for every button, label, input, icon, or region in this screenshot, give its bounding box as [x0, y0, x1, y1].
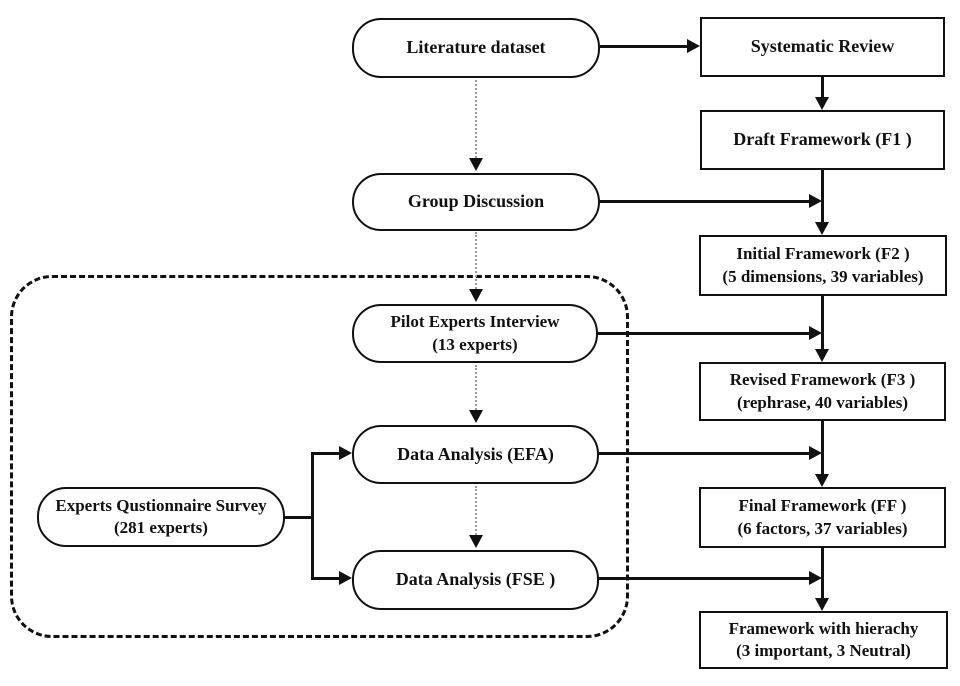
arrowhead-down-efa-to-fse — [469, 535, 483, 548]
node-systematic-review: Systematic Review — [700, 17, 945, 77]
node-data-analysis-efa-label: Data Analysis (EFA) — [397, 443, 554, 464]
node-group-discussion-label: Group Discussion — [407, 191, 545, 212]
arrowhead-down-group-to-pilot — [469, 289, 483, 302]
connector-initial-to-revised — [821, 296, 824, 349]
node-systematic-review-label: Systematic Review — [750, 36, 895, 57]
node-draft-framework: Draft Framework (F1 ) — [700, 110, 945, 170]
expert-survey-phase-group-outline — [10, 275, 629, 638]
arrowhead-down-systematic-to-draft — [815, 97, 829, 110]
node-framework-with-hierarchy-label: Framework with hierachy — [728, 618, 919, 638]
node-final-framework-label: Final Framework (FF ) — [738, 496, 907, 516]
node-data-analysis-fse: Data Analysis (FSE ) — [352, 550, 599, 610]
node-pilot-experts-interview-sublabel: (13 experts) — [432, 334, 518, 354]
arrowhead-right-survey-to-fse — [339, 571, 352, 585]
arrowhead-down-draft-to-initial — [815, 222, 829, 235]
arrowhead-right-pilot-interview-merge — [809, 326, 822, 340]
node-group-discussion: Group Discussion — [352, 173, 600, 231]
connector-systematic-to-draft — [821, 77, 824, 97]
connector-pilot-interview-merge — [598, 332, 809, 335]
connector-final-to-hierarchy — [821, 548, 824, 598]
node-initial-framework-sublabel: (5 dimensions, 39 variables) — [722, 266, 924, 286]
arrowhead-right-survey-to-efa — [339, 446, 352, 460]
arrowhead-down-pilot-to-efa — [469, 410, 483, 423]
node-final-framework: Final Framework (FF ) (6 factors, 37 var… — [699, 487, 946, 548]
arrowhead-down-literature-to-group — [469, 158, 483, 171]
connector-survey-to-fse — [311, 577, 339, 580]
connector-efa-merge — [599, 452, 809, 455]
connector-literature-to-systematic — [600, 45, 687, 48]
connector-draft-to-initial — [821, 170, 824, 222]
node-initial-framework: Initial Framework (F2 ) (5 dimensions, 3… — [699, 235, 947, 296]
connector-group-discussion-merge — [600, 200, 809, 203]
node-data-analysis-efa: Data Analysis (EFA) — [352, 425, 599, 484]
node-framework-with-hierarchy: Framework with hierachy (3 important, 3 … — [699, 611, 948, 669]
connector-revised-to-final — [821, 421, 824, 474]
arrowhead-right-fse-merge — [809, 571, 822, 585]
node-final-framework-sublabel: (6 factors, 37 variables) — [737, 518, 908, 538]
arrowhead-down-initial-to-revised — [815, 349, 829, 362]
node-literature-dataset: Literature dataset — [352, 18, 600, 78]
node-pilot-experts-interview: Pilot Experts Interview (13 experts) — [352, 304, 598, 363]
arrowhead-right-literature-to-systematic — [687, 39, 700, 53]
node-experts-questionnaire-survey: Experts Qustionnaire Survey (281 experts… — [37, 487, 285, 547]
node-revised-framework: Revised Framework (F3 ) (rephrase, 40 va… — [699, 362, 946, 421]
node-initial-framework-label: Initial Framework (F2 ) — [736, 244, 910, 264]
node-pilot-experts-interview-label: Pilot Experts Interview — [390, 312, 560, 332]
dotted-connector-pilot-to-efa — [475, 365, 477, 410]
node-literature-dataset-label: Literature dataset — [406, 37, 546, 58]
arrowhead-right-efa-merge — [809, 446, 822, 460]
node-draft-framework-label: Draft Framework (F1 ) — [733, 129, 912, 150]
arrowhead-down-final-to-hierarchy — [815, 598, 829, 611]
node-revised-framework-label: Revised Framework (F3 ) — [729, 370, 916, 390]
node-experts-questionnaire-survey-sublabel: (281 experts) — [114, 518, 208, 537]
node-revised-framework-sublabel: (rephrase, 40 variables) — [736, 392, 909, 412]
dotted-connector-group-to-pilot — [475, 232, 477, 289]
node-data-analysis-fse-label: Data Analysis (FSE ) — [395, 569, 556, 590]
dotted-connector-literature-to-group — [475, 80, 477, 158]
arrowhead-down-revised-to-final — [815, 474, 829, 487]
arrowhead-right-group-discussion-merge — [809, 194, 822, 208]
connector-survey-stub — [285, 516, 313, 519]
node-framework-with-hierarchy-sublabel: (3 important, 3 Neutral) — [736, 641, 911, 660]
dotted-connector-efa-to-fse — [475, 486, 477, 535]
node-experts-questionnaire-survey-label: Experts Qustionnaire Survey — [55, 495, 267, 515]
connector-fse-merge — [599, 577, 809, 580]
connector-survey-branch — [311, 452, 314, 579]
connector-survey-to-efa — [311, 452, 339, 455]
